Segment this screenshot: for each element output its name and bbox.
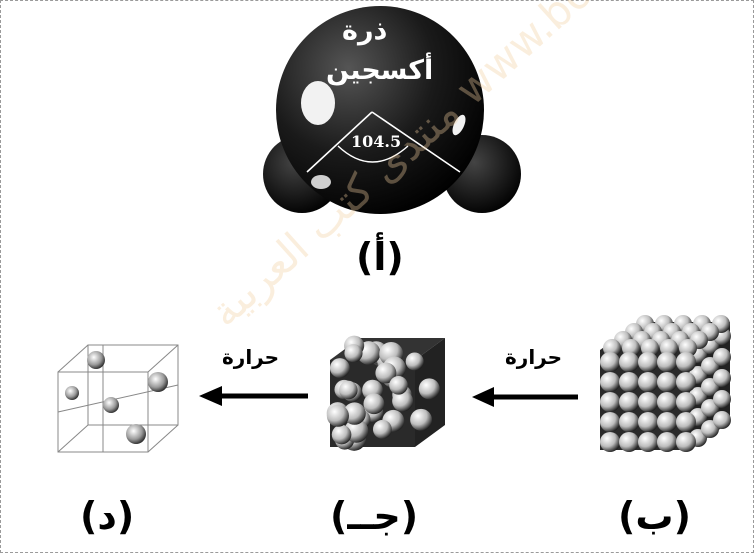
oxygen-highlight-small — [452, 114, 466, 136]
particle — [600, 412, 620, 432]
heat-label-1: حرارة — [505, 345, 563, 369]
atom-label-line2: أكسجين — [326, 55, 434, 86]
bond-line-right — [371, 111, 461, 173]
oxygen-highlight — [301, 81, 335, 125]
particle — [372, 419, 392, 439]
heat-arrow-1 — [472, 387, 578, 407]
particle — [343, 402, 366, 425]
particle — [619, 372, 639, 392]
particle — [638, 412, 658, 432]
particle — [713, 390, 731, 408]
hydrogen-highlight — [311, 175, 331, 189]
caption-b: (ب) — [618, 494, 691, 538]
oxygen-atom — [276, 6, 484, 214]
particle — [676, 352, 696, 372]
particle — [657, 412, 677, 432]
particle — [638, 432, 658, 452]
solid-lattice — [600, 315, 731, 452]
gas-particle — [126, 424, 146, 444]
particle — [619, 352, 639, 372]
particle — [713, 348, 731, 366]
particle — [657, 432, 677, 452]
particle — [619, 412, 639, 432]
particle — [713, 369, 731, 387]
angle-arc — [337, 145, 409, 163]
particle — [326, 404, 349, 427]
particle — [676, 372, 696, 392]
gas-particle — [87, 351, 105, 369]
particle — [363, 393, 385, 415]
particle — [329, 358, 350, 378]
particle — [676, 432, 696, 452]
particle — [657, 352, 677, 372]
bond-line-left — [306, 111, 373, 173]
gas-particle — [103, 397, 119, 413]
particle — [619, 392, 639, 412]
particle — [713, 411, 731, 429]
atom-label-line1: ذرة — [342, 15, 388, 46]
particle — [657, 372, 677, 392]
particle — [331, 424, 352, 445]
particle — [600, 352, 620, 372]
particle — [676, 392, 696, 412]
particle — [375, 362, 397, 384]
particle — [344, 344, 363, 363]
particle — [600, 392, 620, 412]
particle — [676, 412, 696, 432]
gas-particle — [65, 386, 79, 400]
bond-angle-value: 104.5 — [351, 132, 402, 151]
particle — [600, 432, 620, 452]
particle — [418, 378, 440, 400]
particle — [657, 392, 677, 412]
caption-d: (د) — [80, 494, 135, 538]
particle — [405, 352, 424, 371]
particle — [410, 408, 433, 431]
caption-a: (أ) — [356, 235, 404, 279]
particle — [638, 352, 658, 372]
gas-particle — [148, 372, 168, 392]
particle — [600, 372, 620, 392]
caption-c: (جــ) — [330, 494, 419, 538]
heat-arrow-2 — [199, 386, 308, 406]
heat-label-2: حرارة — [222, 345, 280, 369]
liquid-cluster — [326, 335, 445, 451]
particle — [638, 372, 658, 392]
particle — [619, 432, 639, 452]
particle — [392, 390, 414, 412]
particle — [638, 392, 658, 412]
particle — [389, 376, 408, 395]
particle — [339, 380, 358, 400]
